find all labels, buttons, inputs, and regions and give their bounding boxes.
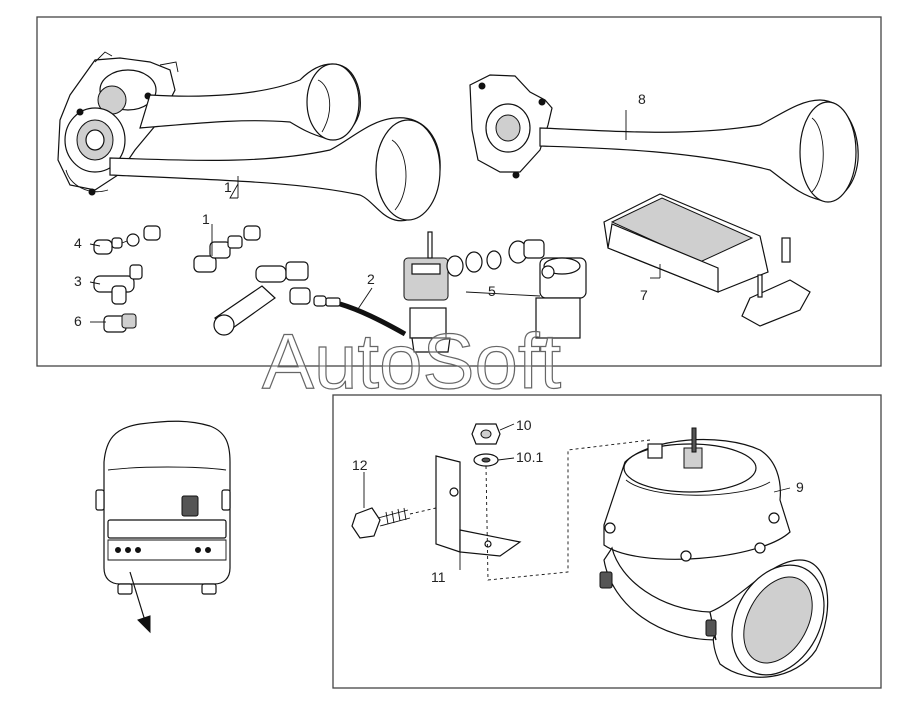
solenoid-valve-part-5 [403, 231, 587, 353]
callout-8: 8 [638, 91, 646, 107]
dashed-assembly-line [485, 439, 651, 581]
bracket-part-11 [435, 455, 522, 557]
callout-3: 3 [74, 273, 82, 289]
callout-12: 12 [352, 457, 368, 473]
nut-part-10 [471, 423, 501, 445]
callout-1-horn: 1 [224, 179, 232, 195]
leader-lines [89, 110, 791, 570]
air-hose-part-2 [339, 301, 407, 337]
single-horn-part-8 [469, 74, 859, 203]
tee-fitting-3 [93, 264, 143, 305]
lower-frame [332, 394, 882, 689]
bolt-part-12 [351, 507, 411, 539]
callout-7: 7 [640, 287, 648, 303]
callout-10: 10 [516, 417, 532, 433]
control-box-part-7 [603, 193, 811, 327]
washer-part-10-1 [473, 453, 499, 467]
watermark: AutoSoft [262, 317, 562, 405]
callout-11: 11 [431, 569, 446, 585]
electric-horn-part-9 [599, 427, 829, 678]
callout-6: 6 [74, 313, 82, 329]
twin-air-horn-assembly [57, 51, 441, 222]
bus-front-view [95, 420, 231, 634]
callout-5: 5 [488, 283, 496, 299]
callout-1-fitting: 1 [202, 211, 210, 227]
callout-2: 2 [367, 271, 375, 287]
fitting-6 [103, 313, 137, 333]
callout-9: 9 [796, 479, 804, 495]
dashed-bolt-line [409, 507, 437, 515]
connector-assembly [213, 261, 341, 336]
fitting-4 [93, 225, 161, 255]
callout-4: 4 [74, 235, 82, 251]
upper-frame [36, 16, 882, 367]
callout-10-1: 10.1 [516, 449, 543, 465]
fitting-1-group [193, 225, 261, 273]
